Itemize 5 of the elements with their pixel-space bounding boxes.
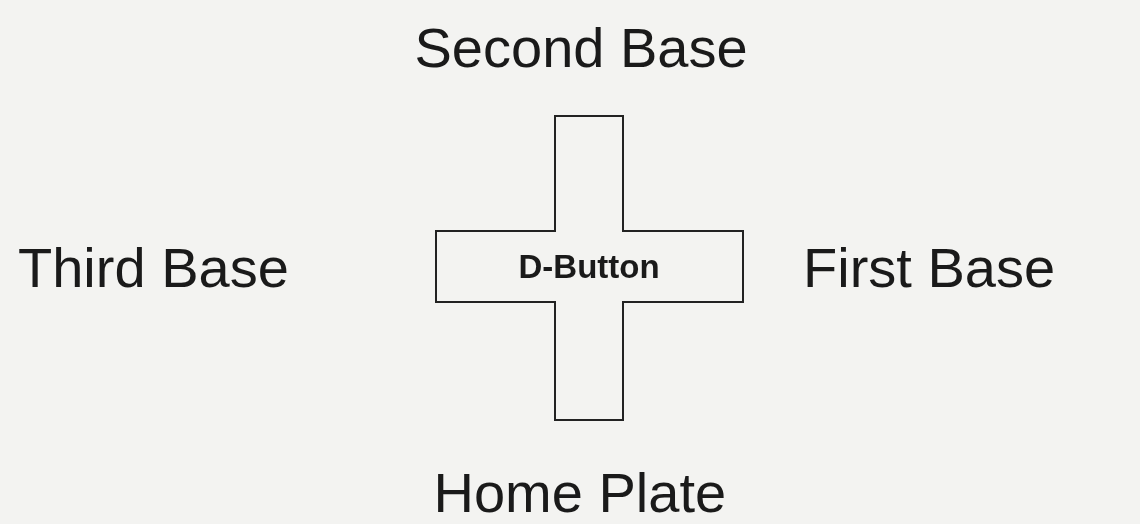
button-label: D-Button — [518, 246, 660, 287]
base-label: Second Base — [414, 16, 748, 80]
base-label: Home Plate — [433, 461, 727, 524]
base-label: First Base — [803, 236, 1056, 300]
base-label: Third Base — [18, 236, 289, 300]
